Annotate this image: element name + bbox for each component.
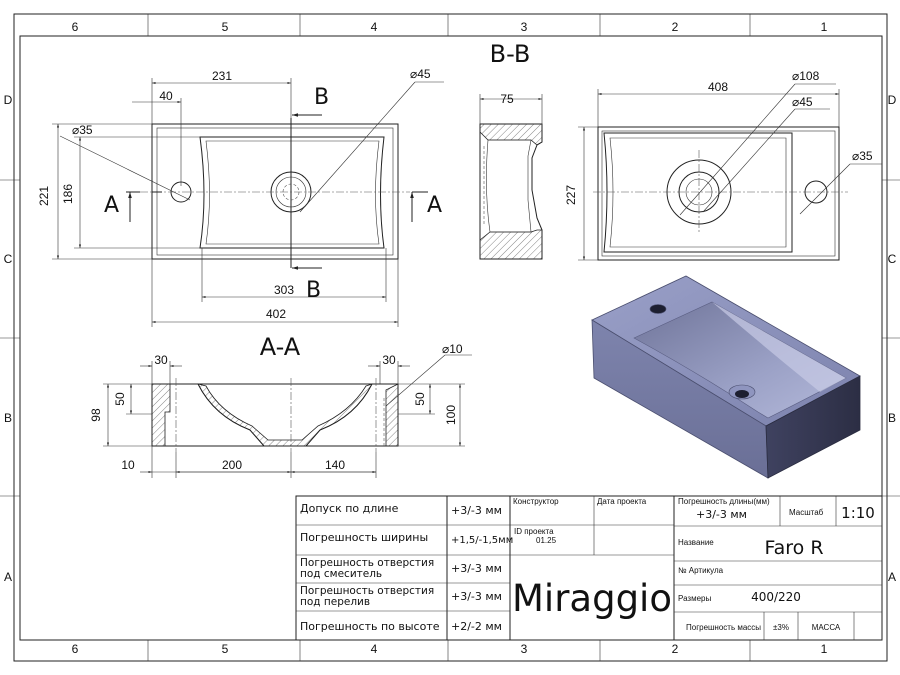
- scale-value: 1:10: [841, 504, 875, 522]
- dim-227: 227: [564, 185, 578, 205]
- dim-402: 402: [266, 307, 286, 321]
- row-label-right: D: [888, 93, 897, 107]
- length-tolerance-label: Погрешность длины(мм): [678, 497, 770, 506]
- dim-diameter-35-rear: ⌀35: [852, 149, 873, 163]
- name-label: Название: [678, 538, 714, 547]
- col-label-top: 6: [72, 20, 79, 34]
- dim-100: 100: [444, 405, 458, 425]
- tolerance-label-line: Погрешность отверстия: [300, 557, 434, 569]
- top-view-dims: 231 40 ⌀45 ⌀35 221 186 303 402: [37, 67, 444, 327]
- mass-tolerance-value: ±3%: [773, 623, 789, 632]
- dim-140: 140: [325, 458, 345, 472]
- bottom-view: [593, 126, 848, 261]
- dim-200: 200: [222, 458, 242, 472]
- dim-186: 186: [61, 184, 75, 204]
- tolerance-value: +3/-3 мм: [451, 590, 502, 603]
- cut-label-a-left: A: [104, 193, 119, 218]
- zone-labels: 6 5 4 3 2 1 6 5 4 3 2 1 D C B A D C B A: [4, 20, 897, 656]
- dim-diameter-45: ⌀45: [410, 67, 431, 81]
- mass-tolerance-label: Погрешность массы: [686, 623, 761, 632]
- dimensions-value: 400/220: [751, 590, 801, 604]
- tolerance-label-line: под смеситель: [300, 568, 382, 580]
- cut-label-b-top: B: [314, 85, 329, 110]
- title-block: Допуск по длине Погрешность ширины Погре…: [295, 495, 883, 641]
- col-label-top: 5: [222, 20, 229, 34]
- dim-50-right: 50: [413, 392, 427, 406]
- tolerance-value: +3/-3 мм: [451, 504, 502, 517]
- row-label-right: C: [888, 252, 897, 266]
- dim-303: 303: [274, 283, 294, 297]
- dimensions-label: Размеры: [678, 594, 711, 603]
- cut-label-b-bottom: B: [306, 278, 321, 303]
- tolerance-label-line: Погрешность отверстия: [300, 585, 434, 597]
- project-id-value: 01.25: [536, 536, 557, 545]
- col-label-bottom: 1: [821, 642, 828, 656]
- dim-diameter-108: ⌀108: [792, 69, 820, 83]
- col-label-bottom: 6: [72, 642, 79, 656]
- mass-label: МАССА: [812, 623, 841, 632]
- dim-408: 408: [708, 80, 728, 94]
- length-tolerance-value: +3/-3 мм: [696, 508, 747, 521]
- col-label-top: 1: [821, 20, 828, 34]
- brand-logo: Miraggio: [512, 577, 672, 620]
- article-label: № Артикула: [678, 566, 724, 575]
- col-label-bottom: 3: [521, 642, 528, 656]
- tolerance-label: Погрешность ширины: [300, 531, 428, 544]
- row-label-right: A: [888, 570, 896, 584]
- project-id-label: ID проекта: [514, 527, 554, 536]
- dim-30-right: 30: [382, 353, 396, 367]
- tolerance-label: Погрешность отверстия под перелив: [300, 585, 438, 608]
- col-label-top: 4: [371, 20, 378, 34]
- col-label-bottom: 2: [672, 642, 679, 656]
- dim-40: 40: [159, 89, 173, 103]
- product-name: Faro R: [764, 537, 823, 559]
- section-aa-dims: 30 30 ⌀10 98 50 50 100 10 200 140: [89, 342, 472, 478]
- section-bb-view: B-B 75: [479, 40, 543, 260]
- tolerance-label-line: под перелив: [300, 596, 370, 608]
- bottom-view-dims: 408 ⌀108 ⌀45 ⌀35 227: [564, 69, 882, 261]
- tolerance-value: +2/-2 мм: [451, 620, 502, 633]
- row-label-left: B: [4, 411, 12, 425]
- col-label-bottom: 5: [222, 642, 229, 656]
- dim-30-left: 30: [154, 353, 168, 367]
- scale-label: Масштаб: [789, 508, 824, 517]
- isometric-render: [591, 275, 861, 479]
- dim-221: 221: [37, 186, 51, 206]
- dim-diameter-10: ⌀10: [442, 342, 463, 356]
- row-label-left: C: [4, 252, 13, 266]
- cut-label-a-right: A: [427, 193, 442, 218]
- section-aa-title: A-A: [260, 333, 301, 361]
- row-label-left: D: [4, 93, 13, 107]
- row-label-right: B: [888, 411, 896, 425]
- col-label-bottom: 4: [371, 642, 378, 656]
- dim-10: 10: [121, 458, 135, 472]
- col-label-top: 2: [672, 20, 679, 34]
- section-aa-view: A-A: [151, 333, 399, 452]
- dim-98: 98: [89, 408, 103, 422]
- dim-75: 75: [500, 92, 514, 106]
- tolerance-label: Погрешность отверстия под смеситель: [300, 557, 438, 580]
- row-label-left: A: [4, 570, 12, 584]
- dim-diameter-35: ⌀35: [72, 123, 93, 137]
- tolerance-value: +3/-3 мм: [451, 562, 502, 575]
- tolerance-label: Допуск по длине: [300, 502, 399, 515]
- top-view: [140, 118, 410, 268]
- tolerance-value: +1,5/-1,5мм: [451, 535, 513, 546]
- section-bb-title: B-B: [490, 40, 531, 68]
- col-label-top: 3: [521, 20, 528, 34]
- project-date-label: Дата проекта: [597, 497, 647, 506]
- dim-231: 231: [212, 69, 232, 83]
- tolerance-label: Погрешность по высоте: [300, 620, 440, 633]
- dim-50-left: 50: [113, 392, 127, 406]
- constructor-label: Конструктор: [513, 497, 559, 506]
- dim-diameter-45-rear: ⌀45: [792, 95, 813, 109]
- cut-markers: B B A A: [104, 85, 442, 303]
